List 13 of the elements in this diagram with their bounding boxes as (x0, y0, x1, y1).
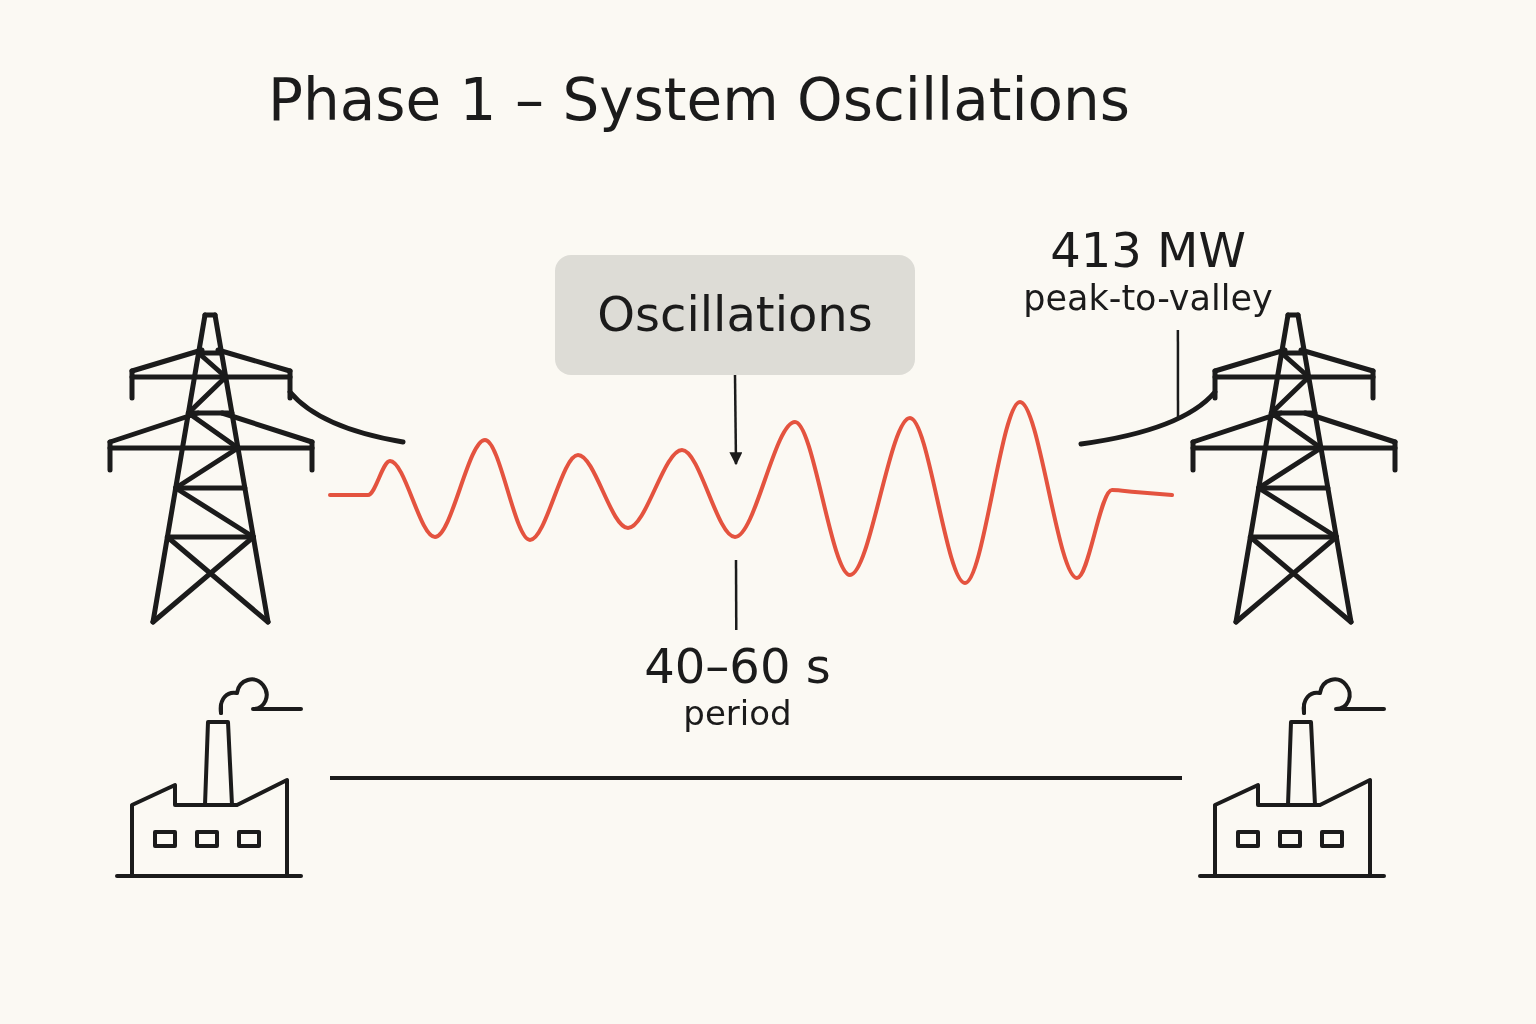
connector-line (1176, 330, 1180, 419)
connector-line (330, 775, 1182, 780)
transmission-tower-drawing (105, 312, 406, 626)
callout-text: Oscillations (597, 287, 873, 343)
oscillation-waveform (330, 398, 1175, 588)
measurement-value: 40–60 s (644, 638, 831, 695)
diagram-title: Phase 1 – System Oscillations (268, 66, 1131, 134)
arrow (729, 375, 743, 466)
connector-line (734, 560, 738, 630)
measurement-value: 413 MW (1050, 223, 1246, 279)
measurement-caption: period (683, 694, 792, 734)
measurement-caption: peak-to-valley (1023, 278, 1273, 319)
callout-box (555, 255, 915, 375)
